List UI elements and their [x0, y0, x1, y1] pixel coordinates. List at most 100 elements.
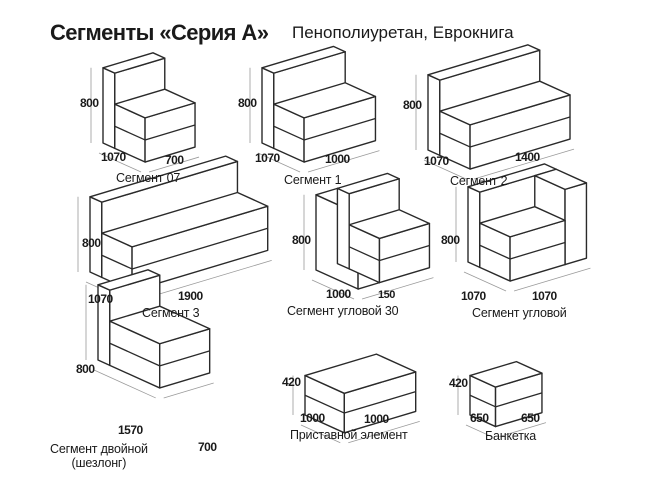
cushion-split-line	[131, 227, 268, 270]
box-top-face	[427, 44, 541, 81]
box-top-face	[469, 360, 543, 388]
depth-dimension-line	[463, 271, 507, 292]
width-label: 700	[165, 153, 184, 167]
depth-dimension-line	[257, 152, 301, 173]
segment-name: Сегмент 07	[116, 171, 181, 185]
segment-07-drawing	[90, 52, 200, 173]
height-label: 800	[238, 96, 257, 110]
cushion-split-line	[101, 254, 133, 270]
add-on-element-drawing	[292, 353, 420, 444]
cushion-split-line	[273, 125, 305, 141]
depth-label: 1070	[461, 289, 486, 303]
cushion-split-line	[109, 342, 160, 367]
cushion-split-line	[469, 116, 571, 148]
box-top-face	[89, 155, 239, 203]
segment-double-chaise-drawing	[85, 269, 214, 399]
segment-name: Сегмент угловой	[472, 306, 567, 320]
depth-dimension-line	[98, 152, 142, 173]
height-label: 800	[76, 362, 95, 376]
box-side-face	[102, 67, 116, 150]
height-label: 420	[282, 375, 301, 389]
width-label: 700	[198, 440, 217, 454]
page-subtitle: Пенополиуретан, Еврокнига	[292, 23, 514, 42]
box-top-face	[97, 269, 161, 291]
height-label: 800	[292, 233, 311, 247]
width-label: 1000	[364, 412, 389, 426]
bench-drawing	[457, 360, 547, 437]
height-label: 420	[449, 376, 468, 390]
cushion-split-line	[469, 394, 496, 408]
depth-dimension-line	[465, 424, 492, 437]
cushion-split-line	[304, 394, 345, 414]
cushion-split-line	[114, 125, 146, 141]
segment-name: Сегмент угловой 30	[287, 304, 399, 318]
depth-label: 1070	[101, 150, 126, 164]
box-top-face	[261, 45, 346, 74]
width-label: 650	[521, 411, 540, 425]
segment-name: Сегмент 3	[142, 306, 200, 320]
segment-name: Сегмент 1	[284, 173, 342, 187]
box-top-face	[102, 52, 166, 74]
box-top-face	[336, 172, 400, 195]
height-label: 800	[82, 236, 101, 250]
width-label: 1900	[178, 289, 203, 303]
height-label: 800	[403, 98, 422, 112]
cushion-split-line	[303, 117, 376, 141]
width-dimension-line	[361, 277, 434, 300]
segment-name: Сегмент 2	[450, 174, 508, 188]
segment-corner-drawing	[455, 163, 591, 292]
depth-label: 1070	[424, 154, 449, 168]
box-top-face	[534, 168, 588, 191]
width-dimension-line	[163, 382, 214, 399]
width-label: 1000	[325, 152, 350, 166]
box-top-face	[109, 305, 211, 345]
height-label: 800	[441, 233, 460, 247]
cushion-split-line	[495, 392, 543, 408]
extra-label: 150	[378, 289, 395, 301]
width-dimension-line	[148, 156, 200, 173]
box-side-face	[261, 67, 275, 150]
depth-label: 1070	[88, 292, 113, 306]
depth-dimension-line	[93, 369, 156, 399]
width-label: 1070	[532, 289, 557, 303]
segment-corner-30-drawing	[303, 172, 434, 300]
cushion-split-line	[439, 132, 471, 148]
box-top-face	[479, 205, 566, 238]
cushion-split-line	[479, 244, 511, 260]
depth-dimension-line	[311, 279, 355, 300]
depth-dimension-line	[300, 424, 341, 444]
cushion-split-line	[344, 391, 416, 414]
segment-name-line1: Сегмент двойной	[50, 442, 148, 456]
depth-label: 650	[470, 411, 489, 425]
segment-name: Сегмент двойной (шезлонг)	[50, 442, 148, 470]
width-label: 1000	[326, 287, 351, 301]
cushion-split-line	[379, 244, 430, 262]
width-label: 1400	[515, 150, 540, 164]
box-top-face	[101, 191, 269, 248]
depth-label: 1570	[118, 423, 143, 437]
box-top-face	[348, 209, 431, 240]
segment-3-drawing	[77, 155, 272, 302]
box-top-face	[273, 82, 377, 119]
segment-1-drawing	[249, 45, 380, 173]
depth-label: 1070	[255, 151, 280, 165]
width-dimension-line	[307, 150, 380, 173]
width-dimension-line	[348, 421, 420, 444]
width-dimension-line	[499, 422, 547, 437]
box-top-face	[439, 80, 571, 126]
segment-name: Приставной элемент	[290, 428, 408, 442]
height-label: 800	[80, 96, 99, 110]
box-side-face	[336, 187, 350, 270]
cushion-split-line	[159, 350, 210, 367]
box-side-face	[467, 186, 481, 269]
box-side-face	[427, 74, 441, 157]
segment-name: Банкетка	[485, 429, 537, 443]
width-dimension-line	[513, 267, 591, 292]
depth-label: 1000	[300, 411, 325, 425]
page-title: Сегменты «Серия А»	[50, 20, 269, 45]
box-top-face	[114, 88, 196, 119]
cushion-split-line	[348, 246, 380, 262]
width-dimension-line	[473, 148, 575, 180]
